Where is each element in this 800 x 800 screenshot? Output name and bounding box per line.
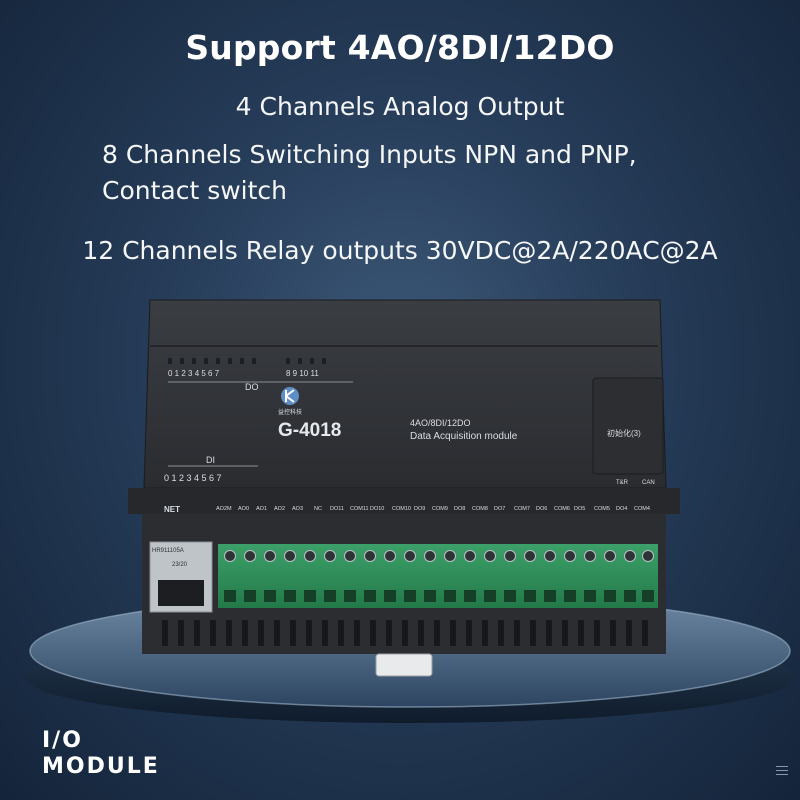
port-code: 23/20 <box>172 562 188 568</box>
svg-text:DO5: DO5 <box>574 506 585 512</box>
feature-analog-output: 4 Channels Analog Output <box>235 92 565 121</box>
terminal-block <box>218 544 658 608</box>
svg-text:AO3: AO3 <box>292 506 303 512</box>
svg-text:DO8: DO8 <box>454 506 465 512</box>
menu-icon[interactable] <box>776 766 788 778</box>
svg-text:DO6: DO6 <box>536 506 547 512</box>
svg-text:COM9: COM9 <box>432 506 448 512</box>
init-label: 初始化(3) <box>607 428 641 438</box>
io-module-caption: I/O MODULE <box>42 728 160 780</box>
io-module-device: 0 1 2 3 4 5 6 7 8 9 10 11 DO 益控科技 G-4018… <box>128 299 680 677</box>
svg-text:COM8: COM8 <box>472 506 488 512</box>
headline: Support 4AO/8DI/12DO <box>185 28 615 67</box>
net-label: NET <box>164 505 180 514</box>
do-numbers-b: 8 9 10 11 <box>286 369 319 378</box>
caption-line-1: I/O <box>42 728 83 753</box>
brand-small: 益控科技 <box>278 408 302 416</box>
svg-text:AO0: AO0 <box>238 506 249 512</box>
feature-contact-switch: Contact switch <box>102 176 288 205</box>
module-subtitle: Data Acquisition module <box>410 431 518 442</box>
di-label: DI <box>206 455 215 465</box>
svg-text:COM4: COM4 <box>634 506 650 512</box>
svg-text:COM5: COM5 <box>594 506 610 512</box>
svg-text:COM10: COM10 <box>392 506 411 512</box>
svg-text:AO1: AO1 <box>256 506 267 512</box>
svg-text:COM6: COM6 <box>554 506 570 512</box>
svg-text:DO7: DO7 <box>494 506 505 512</box>
caption-line-2: MODULE <box>42 754 160 779</box>
di-numbers: 0 1 2 3 4 5 6 7 <box>164 473 222 483</box>
svg-text:DO10: DO10 <box>370 506 384 512</box>
svg-text:DO9: DO9 <box>414 506 425 512</box>
brand-logo-icon <box>281 387 299 405</box>
spec-label: 4AO/8DI/12DO <box>410 418 471 428</box>
svg-text:DO4: DO4 <box>616 506 627 512</box>
txr-label: T&R <box>616 480 629 486</box>
svg-text:AO2M: AO2M <box>216 506 232 512</box>
model-number: G-4018 <box>278 420 341 441</box>
svg-text:COM7: COM7 <box>514 506 530 512</box>
terminal-labels: AO2M AO0 AO1 AO2 AO3 NC DO11 COM11 DO10 … <box>216 506 650 512</box>
feature-switching-inputs: 8 Channels Switching Inputs NPN and PNP, <box>102 140 637 169</box>
svg-text:COM11: COM11 <box>350 506 369 512</box>
svg-text:AO2: AO2 <box>274 506 285 512</box>
can-label: CAN <box>642 480 655 486</box>
svg-text:DO11: DO11 <box>330 506 344 512</box>
do-label: DO <box>245 382 259 392</box>
port-label: HR911105A <box>152 548 184 554</box>
do-numbers-a: 0 1 2 3 4 5 6 7 <box>168 369 220 378</box>
feature-relay-outputs: 12 Channels Relay outputs 30VDC@2A/220AC… <box>82 236 718 265</box>
svg-text:NC: NC <box>314 506 322 512</box>
